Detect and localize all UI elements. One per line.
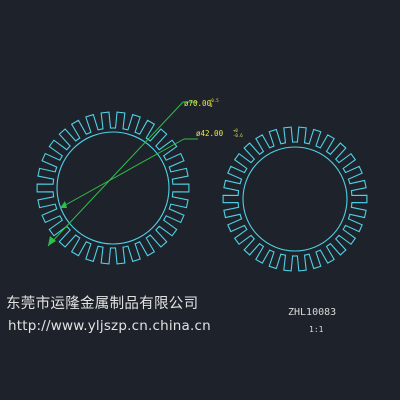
inner-bore-circle-left — [56, 131, 170, 245]
part-number-label: ZHL10083 — [288, 307, 336, 318]
scale-label: 1:1 — [309, 325, 324, 334]
watermark-company-name: 东莞市运隆金属制品有限公司 — [6, 296, 199, 312]
fin-outline-right — [222, 126, 368, 272]
heatsink-profile-left — [36, 111, 190, 265]
dimension-arrow-inner — [60, 201, 67, 208]
fin-outline-left — [36, 111, 190, 265]
dimension-arrow-outer — [48, 236, 56, 246]
dimension-tol-upper-outer: +0.5 — [209, 98, 219, 103]
dimension-tol-lower-outer: 0 — [210, 103, 213, 108]
heatsink-profile-right — [222, 126, 368, 272]
inner-bore-circle-right — [242, 146, 348, 252]
dimension-tol-upper-inner: +0 — [233, 128, 238, 133]
dimension-text-outer: ø70.00 — [184, 99, 212, 108]
watermark-url: http://www.yljszp.cn.china.cn — [8, 318, 211, 334]
dimension-tol-lower-inner: -0.6 — [233, 133, 243, 138]
dimension-line-outer — [47, 101, 184, 247]
dimension-inner-diameter: ø42.00 +0 -0.6 — [59, 128, 243, 209]
dimension-text-inner: ø42.00 — [196, 129, 224, 138]
dimension-line-inner — [59, 138, 185, 209]
dimension-outer-diameter: ø70.00 +0.5 0 — [47, 98, 219, 247]
